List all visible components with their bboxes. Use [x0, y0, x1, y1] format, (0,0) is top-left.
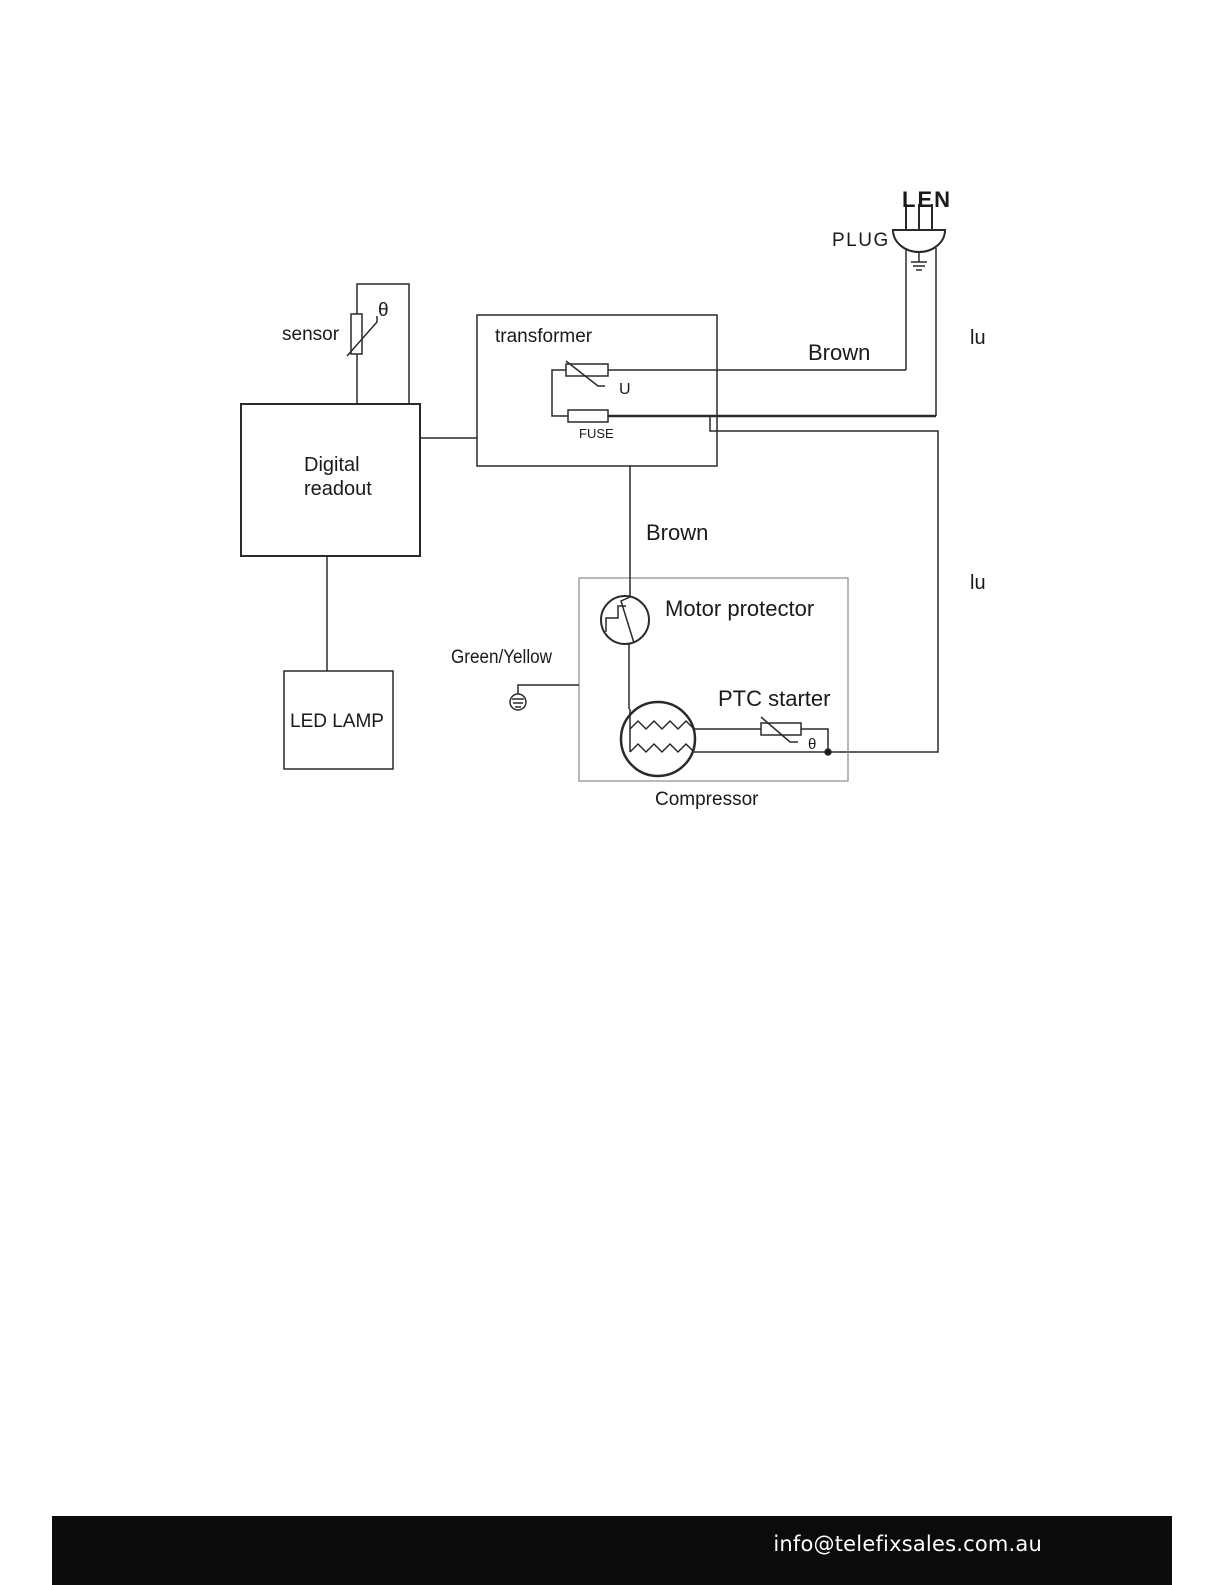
voltage-symbol: U	[619, 381, 631, 398]
ptc-starter-label: PTC starter	[718, 686, 830, 711]
wire-brown-mid-label: Brown	[646, 520, 708, 545]
plug-label: PLUG	[832, 230, 890, 251]
fuse-icon	[568, 410, 608, 422]
plug-icon	[893, 204, 945, 270]
ptc-theta: θ	[808, 736, 816, 753]
digital-readout-label-line2: readout	[304, 478, 372, 500]
sensor-label: sensor	[282, 324, 340, 345]
sensor-icon	[347, 314, 377, 356]
fuse-label: FUSE	[579, 426, 614, 441]
footer-bar: info@telefixsales.com.au	[52, 1516, 1172, 1585]
compressor-label: Compressor	[655, 789, 759, 810]
sensor-theta: θ	[378, 300, 389, 321]
compressor-motor-icon	[621, 702, 695, 776]
plug-pin-labels: LEN	[902, 187, 952, 212]
digital-readout-label-line1: Digital	[304, 454, 360, 476]
ptc-starter-icon	[761, 717, 801, 742]
transformer-label: transformer	[495, 326, 593, 347]
wire-blue-top-label: lu	[970, 327, 986, 349]
wire-blue-mid-label: lu	[970, 572, 986, 594]
varistor-icon	[566, 361, 608, 386]
motor-protector-icon	[601, 596, 649, 644]
earth-icon	[510, 694, 526, 710]
footer-email[interactable]: info@telefixsales.com.au	[773, 1532, 1042, 1556]
wiring-diagram: LEN PLUG sensor θ transformer U FUSE Bro…	[0, 0, 1225, 1500]
wire-brown-top-label: Brown	[808, 340, 870, 365]
mains-wires	[608, 248, 936, 416]
motor-protector-label: Motor protector	[665, 596, 814, 621]
led-lamp-label: LED LAMP	[290, 711, 384, 732]
green-yellow-label: Green/Yellow	[451, 646, 553, 667]
